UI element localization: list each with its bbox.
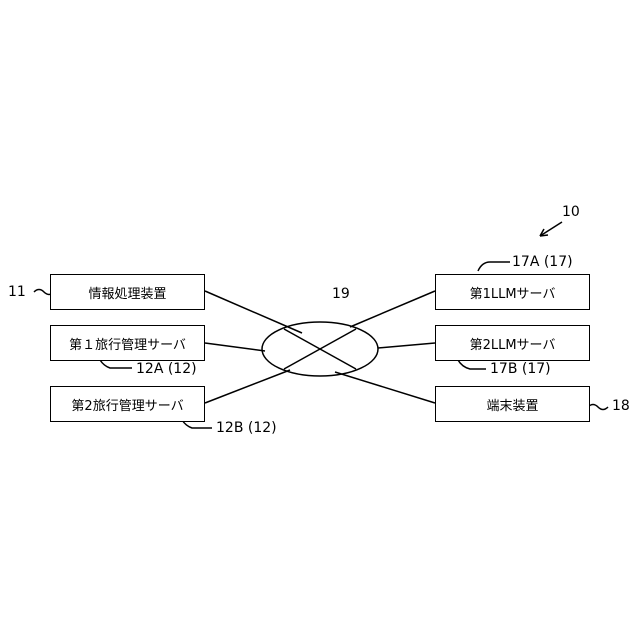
leader-18: [588, 405, 608, 410]
llm-server-2-label: 第2LLMサーバ: [470, 334, 556, 353]
travel-server-2-label: 第2旅行管理サーバ: [71, 395, 183, 414]
terminal-device-ref: 18: [612, 399, 630, 413]
link-terminal-device: [335, 372, 435, 403]
leader-17a: [478, 262, 510, 271]
leader-17b: [458, 360, 486, 369]
travel-server-1-box: 第１旅行管理サーバ: [50, 325, 205, 361]
link-travel-server-1: [205, 343, 265, 351]
link-llm-server-2: [378, 343, 435, 348]
travel-server-2-box: 第2旅行管理サーバ: [50, 386, 205, 422]
llm-server-1-ref: 17A (17): [512, 255, 573, 269]
llm-server-2-ref: 17B (17): [490, 362, 551, 376]
travel-server-2-ref: 12B (12): [216, 421, 277, 435]
info-device-box: 情報処理装置: [50, 274, 205, 310]
network-ref: 19: [332, 287, 350, 301]
link-travel-server-2: [205, 370, 290, 403]
travel-server-1-label: 第１旅行管理サーバ: [69, 334, 186, 353]
link-llm-server-1: [350, 291, 435, 327]
llm-server-2-box: 第2LLMサーバ: [435, 325, 590, 361]
llm-server-1-box: 第1LLMサーバ: [435, 274, 590, 310]
leader-12a: [100, 360, 132, 368]
travel-server-1-ref: 12A (12): [136, 362, 197, 376]
llm-server-1-label: 第1LLMサーバ: [470, 283, 556, 302]
terminal-device-label: 端末装置: [486, 395, 538, 414]
terminal-device-box: 端末装置: [435, 386, 590, 422]
info-device-label: 情報処理装置: [88, 283, 166, 302]
info-device-ref: 11: [8, 285, 26, 299]
system-ref: 10: [562, 205, 580, 219]
